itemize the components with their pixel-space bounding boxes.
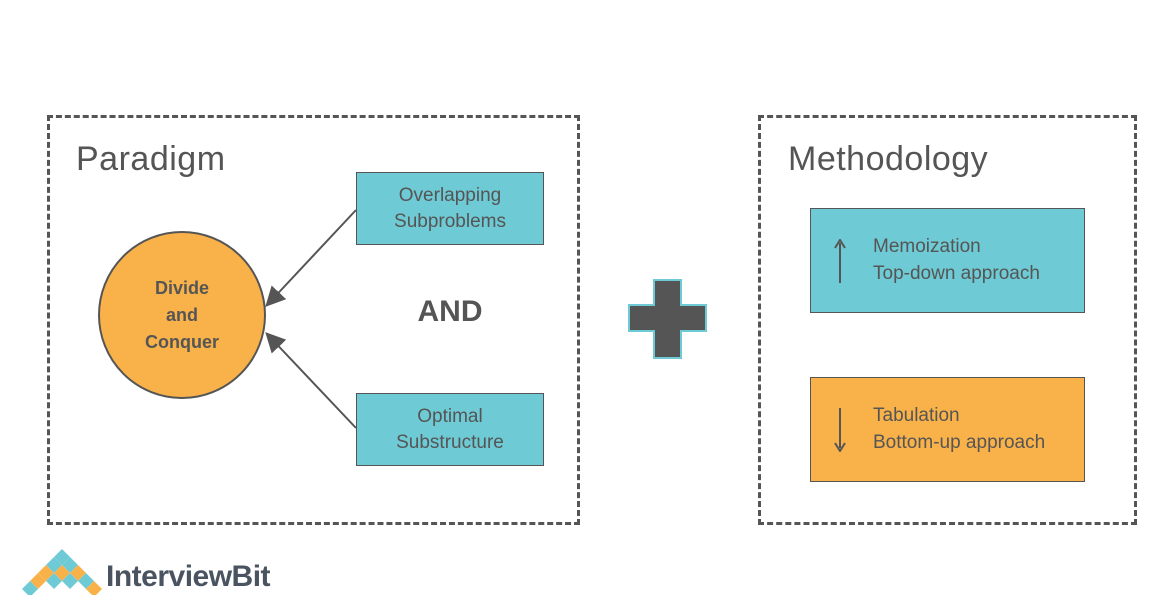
interviewbit-logo-icon (22, 549, 102, 595)
tabulation-text: Tabulation Bottom-up approach (873, 402, 1045, 456)
arrow-from-overlapping (265, 209, 357, 307)
arrow-up-icon (834, 239, 846, 283)
optimal-substructure-box: Optimal Substructure (356, 393, 544, 466)
tabulation-box: Tabulation Bottom-up approach (810, 377, 1085, 482)
divide-and-conquer-node: Divide and Conquer (98, 231, 266, 399)
methodology-title: Methodology (788, 140, 989, 178)
overlapping-subproblems-box: Overlapping Subproblems (356, 172, 544, 245)
paradigm-panel (47, 115, 580, 525)
plus-icon (628, 279, 707, 359)
tabulation-label: Tabulation (873, 405, 960, 426)
memoization-box: Memoization Top-down approach (810, 208, 1085, 313)
and-label: AND (417, 295, 483, 328)
divide-and-conquer-label: Divide and Conquer (145, 277, 219, 352)
arrow-down-icon (834, 408, 846, 452)
memoization-approach: Top-down approach (873, 263, 1040, 284)
memoization-text: Memoization Top-down approach (873, 233, 1040, 287)
memoization-label: Memoization (873, 236, 981, 257)
tabulation-approach: Bottom-up approach (873, 432, 1046, 453)
arrow-from-optimal (265, 332, 357, 429)
methodology-panel (758, 115, 1137, 525)
brand-name: InterviewBit (106, 560, 271, 593)
paradigm-title: Paradigm (76, 140, 226, 178)
